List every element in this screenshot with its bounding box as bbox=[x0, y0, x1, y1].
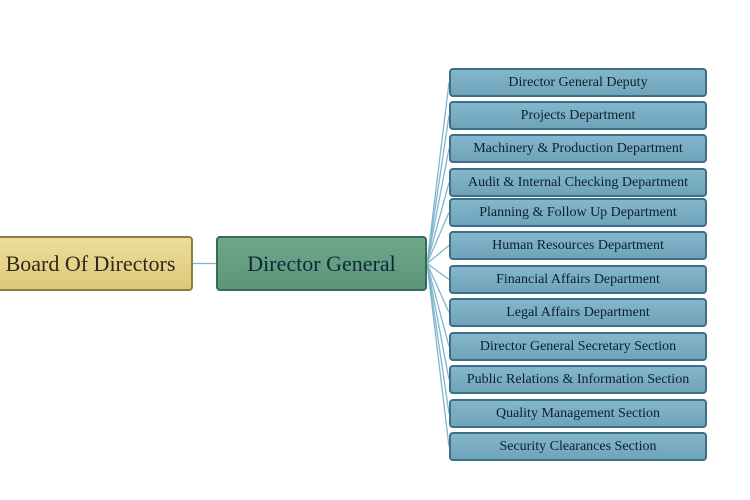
department-box[interactable]: Director General Deputy bbox=[449, 68, 707, 97]
department-label: Director General Secretary Section bbox=[479, 338, 677, 354]
department-label: Projects Department bbox=[520, 107, 636, 123]
connector-line bbox=[426, 182, 450, 264]
department-label: Human Resources Department bbox=[492, 237, 664, 253]
department-label: Legal Affairs Department bbox=[506, 304, 650, 320]
connector-line bbox=[426, 262, 450, 281]
connector-line bbox=[426, 263, 450, 447]
director-general-box[interactable]: Director General bbox=[216, 236, 427, 291]
department-box[interactable]: Planning & Follow Up Department bbox=[449, 198, 707, 227]
department-box[interactable]: Quality Management Section bbox=[449, 399, 707, 428]
connector-line bbox=[426, 244, 450, 265]
connector-line bbox=[426, 115, 450, 264]
connector-line bbox=[426, 263, 450, 347]
connector-line bbox=[426, 148, 450, 264]
connector-line bbox=[426, 263, 450, 313]
connector-line bbox=[426, 82, 450, 264]
department-box[interactable]: Machinery & Production Department bbox=[449, 134, 707, 163]
department-box[interactable]: Financial Affairs Department bbox=[449, 265, 707, 294]
connector-line bbox=[426, 263, 450, 414]
department-label: Public Relations & Information Section bbox=[466, 371, 690, 387]
department-box[interactable]: Audit & Internal Checking Department bbox=[449, 168, 707, 197]
department-box[interactable]: Public Relations & Information Section bbox=[449, 365, 707, 394]
department-label: Director General Deputy bbox=[508, 74, 648, 90]
department-label: Financial Affairs Department bbox=[496, 271, 660, 287]
department-label: Security Clearances Section bbox=[499, 438, 657, 454]
department-box[interactable]: Director General Secretary Section bbox=[449, 332, 707, 361]
department-box[interactable]: Legal Affairs Department bbox=[449, 298, 707, 327]
connector-line bbox=[426, 263, 450, 380]
department-label: Machinery & Production Department bbox=[473, 140, 683, 156]
director-general-label: Director General bbox=[247, 250, 396, 276]
department-label: Audit & Internal Checking Department bbox=[467, 174, 689, 190]
connector-line bbox=[426, 212, 450, 264]
board-of-directors-box[interactable]: Board Of Directors bbox=[0, 236, 193, 291]
department-box[interactable]: Security Clearances Section bbox=[449, 432, 707, 461]
board-of-directors-label: Board Of Directors bbox=[5, 250, 176, 276]
department-box[interactable]: Human Resources Department bbox=[449, 231, 707, 260]
department-label: Quality Management Section bbox=[495, 405, 661, 421]
department-label: Planning & Follow Up Department bbox=[479, 204, 677, 220]
department-box[interactable]: Projects Department bbox=[449, 101, 707, 130]
